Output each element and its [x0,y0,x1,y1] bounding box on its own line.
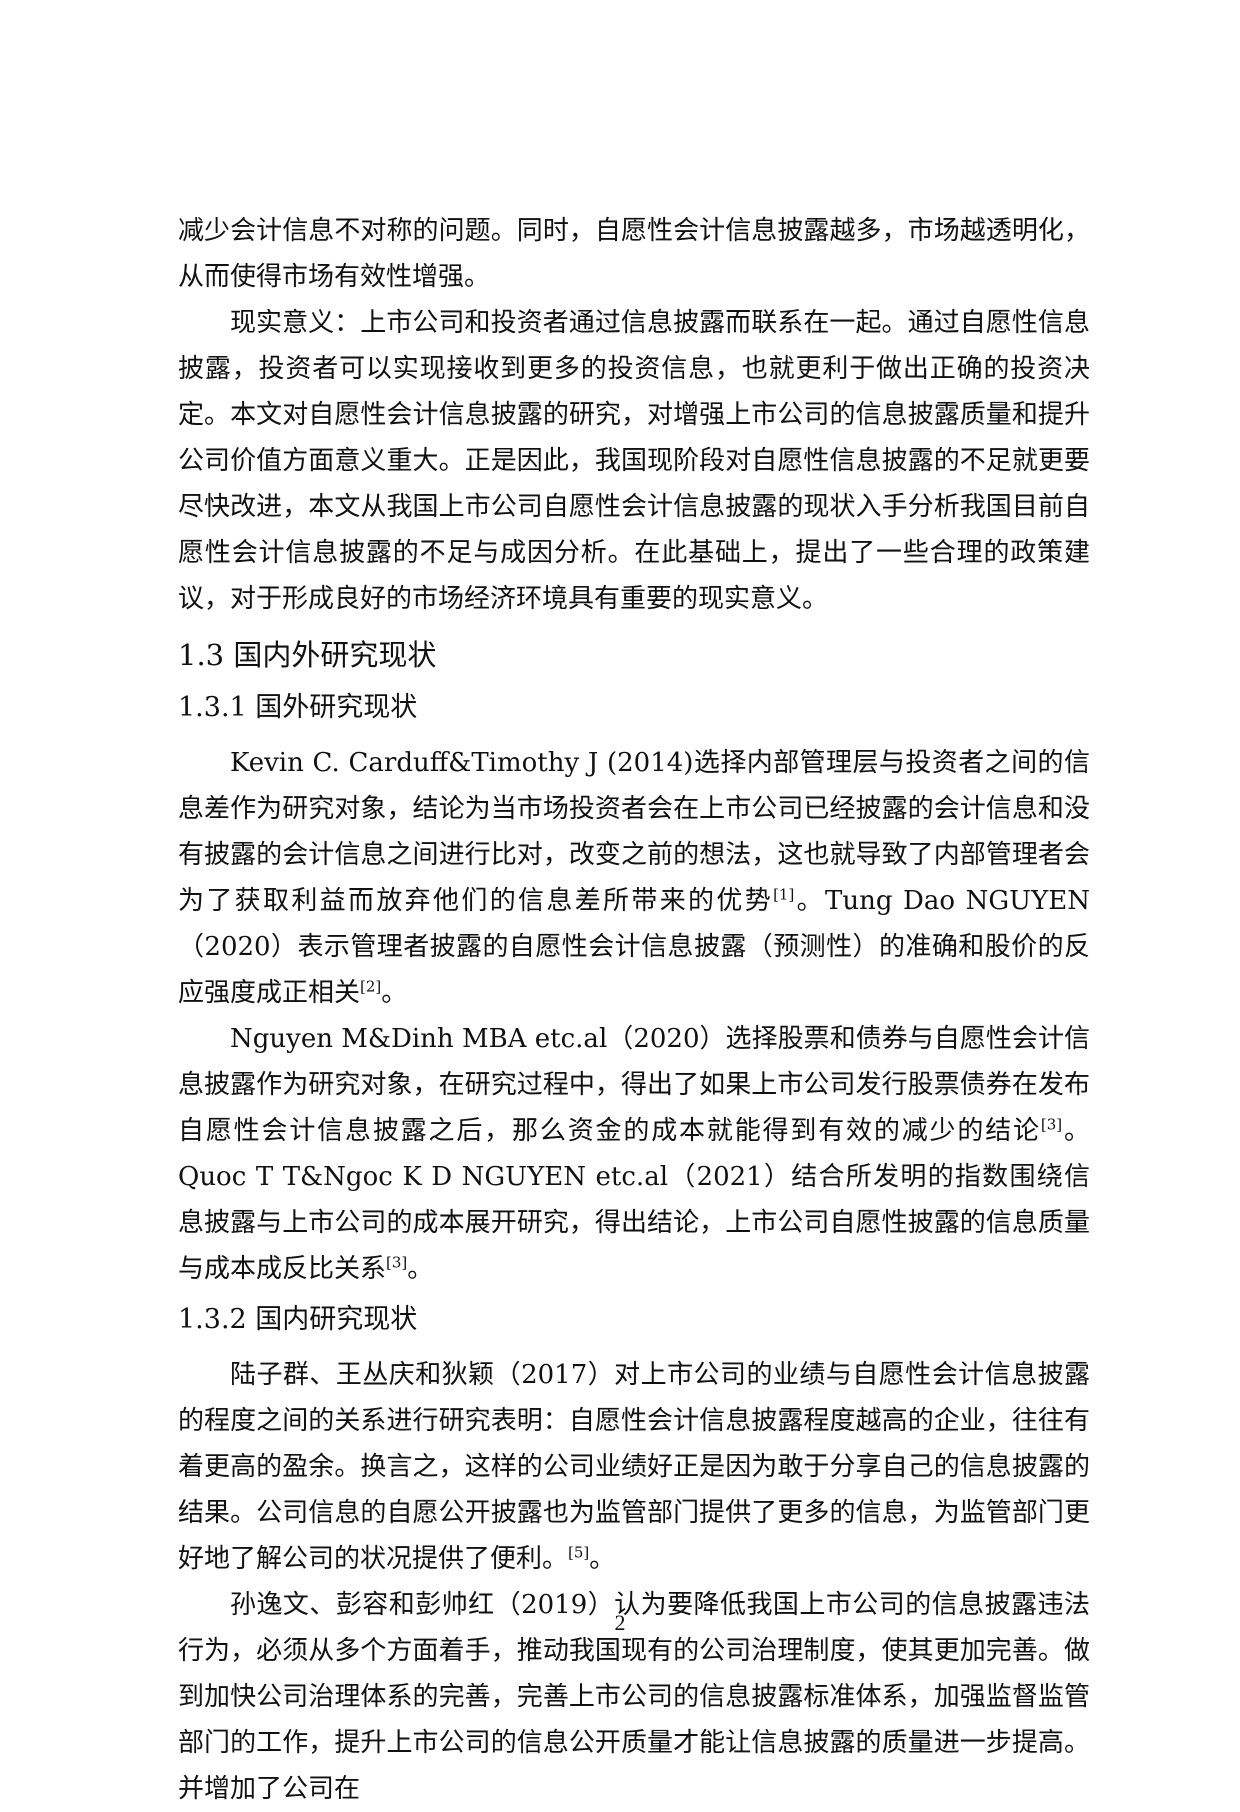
text-run: Kevin C. Carduff&Timothy J (2014)选择内部管理层… [178,748,1090,916]
paragraph-practical-significance: 现实意义：上市公司和投资者通过信息披露而联系在一起。通过自愿性信息披露，投资者可… [178,308,1090,614]
text-run: Nguyen M&Dinh MBA etc.al（2020）选择股票和债券与自愿… [178,1024,1090,1146]
subsection-heading-1-3-2: 1.3.2 国内研究现状 [178,1304,418,1335]
paragraph-foreign-research-2: Nguyen M&Dinh MBA etc.al（2020）选择股票和债券与自愿… [178,1016,1090,1292]
page-body: 减少会计信息不对称的问题。同时，自愿性会计信息披露越多，市场越透明化，从而使得市… [178,208,1090,1812]
paragraph-foreign-research-1: Kevin C. Carduff&Timothy J (2014)选择内部管理层… [178,740,1090,1016]
paragraph-domestic-research-1: 陆子群、王丛庆和狄颖（2017）对上市公司的业绩与自愿性会计信息披露的程度之间的… [178,1352,1090,1582]
text-run: 。 [589,1544,616,1574]
citation-ref: [1] [773,885,795,904]
citation-ref: [3] [1040,1115,1063,1134]
paragraph-continuation: 减少会计信息不对称的问题。同时，自愿性会计信息披露越多，市场越透明化，从而使得市… [178,216,1090,292]
citation-ref: [2] [360,977,382,996]
subsection-heading-1-3-1: 1.3.1 国外研究现状 [178,692,418,723]
page-number: 2 [614,1610,626,1635]
text-run: 。Quoc T T&Ngoc K D NGUYEN etc.al（2021）结合… [178,1116,1090,1284]
text-run: 陆子群、王丛庆和狄颖（2017）对上市公司的业绩与自愿性会计信息披露的程度之间的… [178,1360,1090,1574]
citation-ref: [3] [386,1253,408,1272]
text-run: 。Tung Dao NGUYEN（2020）表示管理者披露的自愿性会计信息披露（… [178,886,1090,1008]
section-heading-1-3: 1.3 国内外研究现状 [178,638,437,672]
text-run: 。 [407,1254,434,1284]
text-run: 。 [381,978,408,1008]
citation-ref: [5] [568,1543,590,1562]
